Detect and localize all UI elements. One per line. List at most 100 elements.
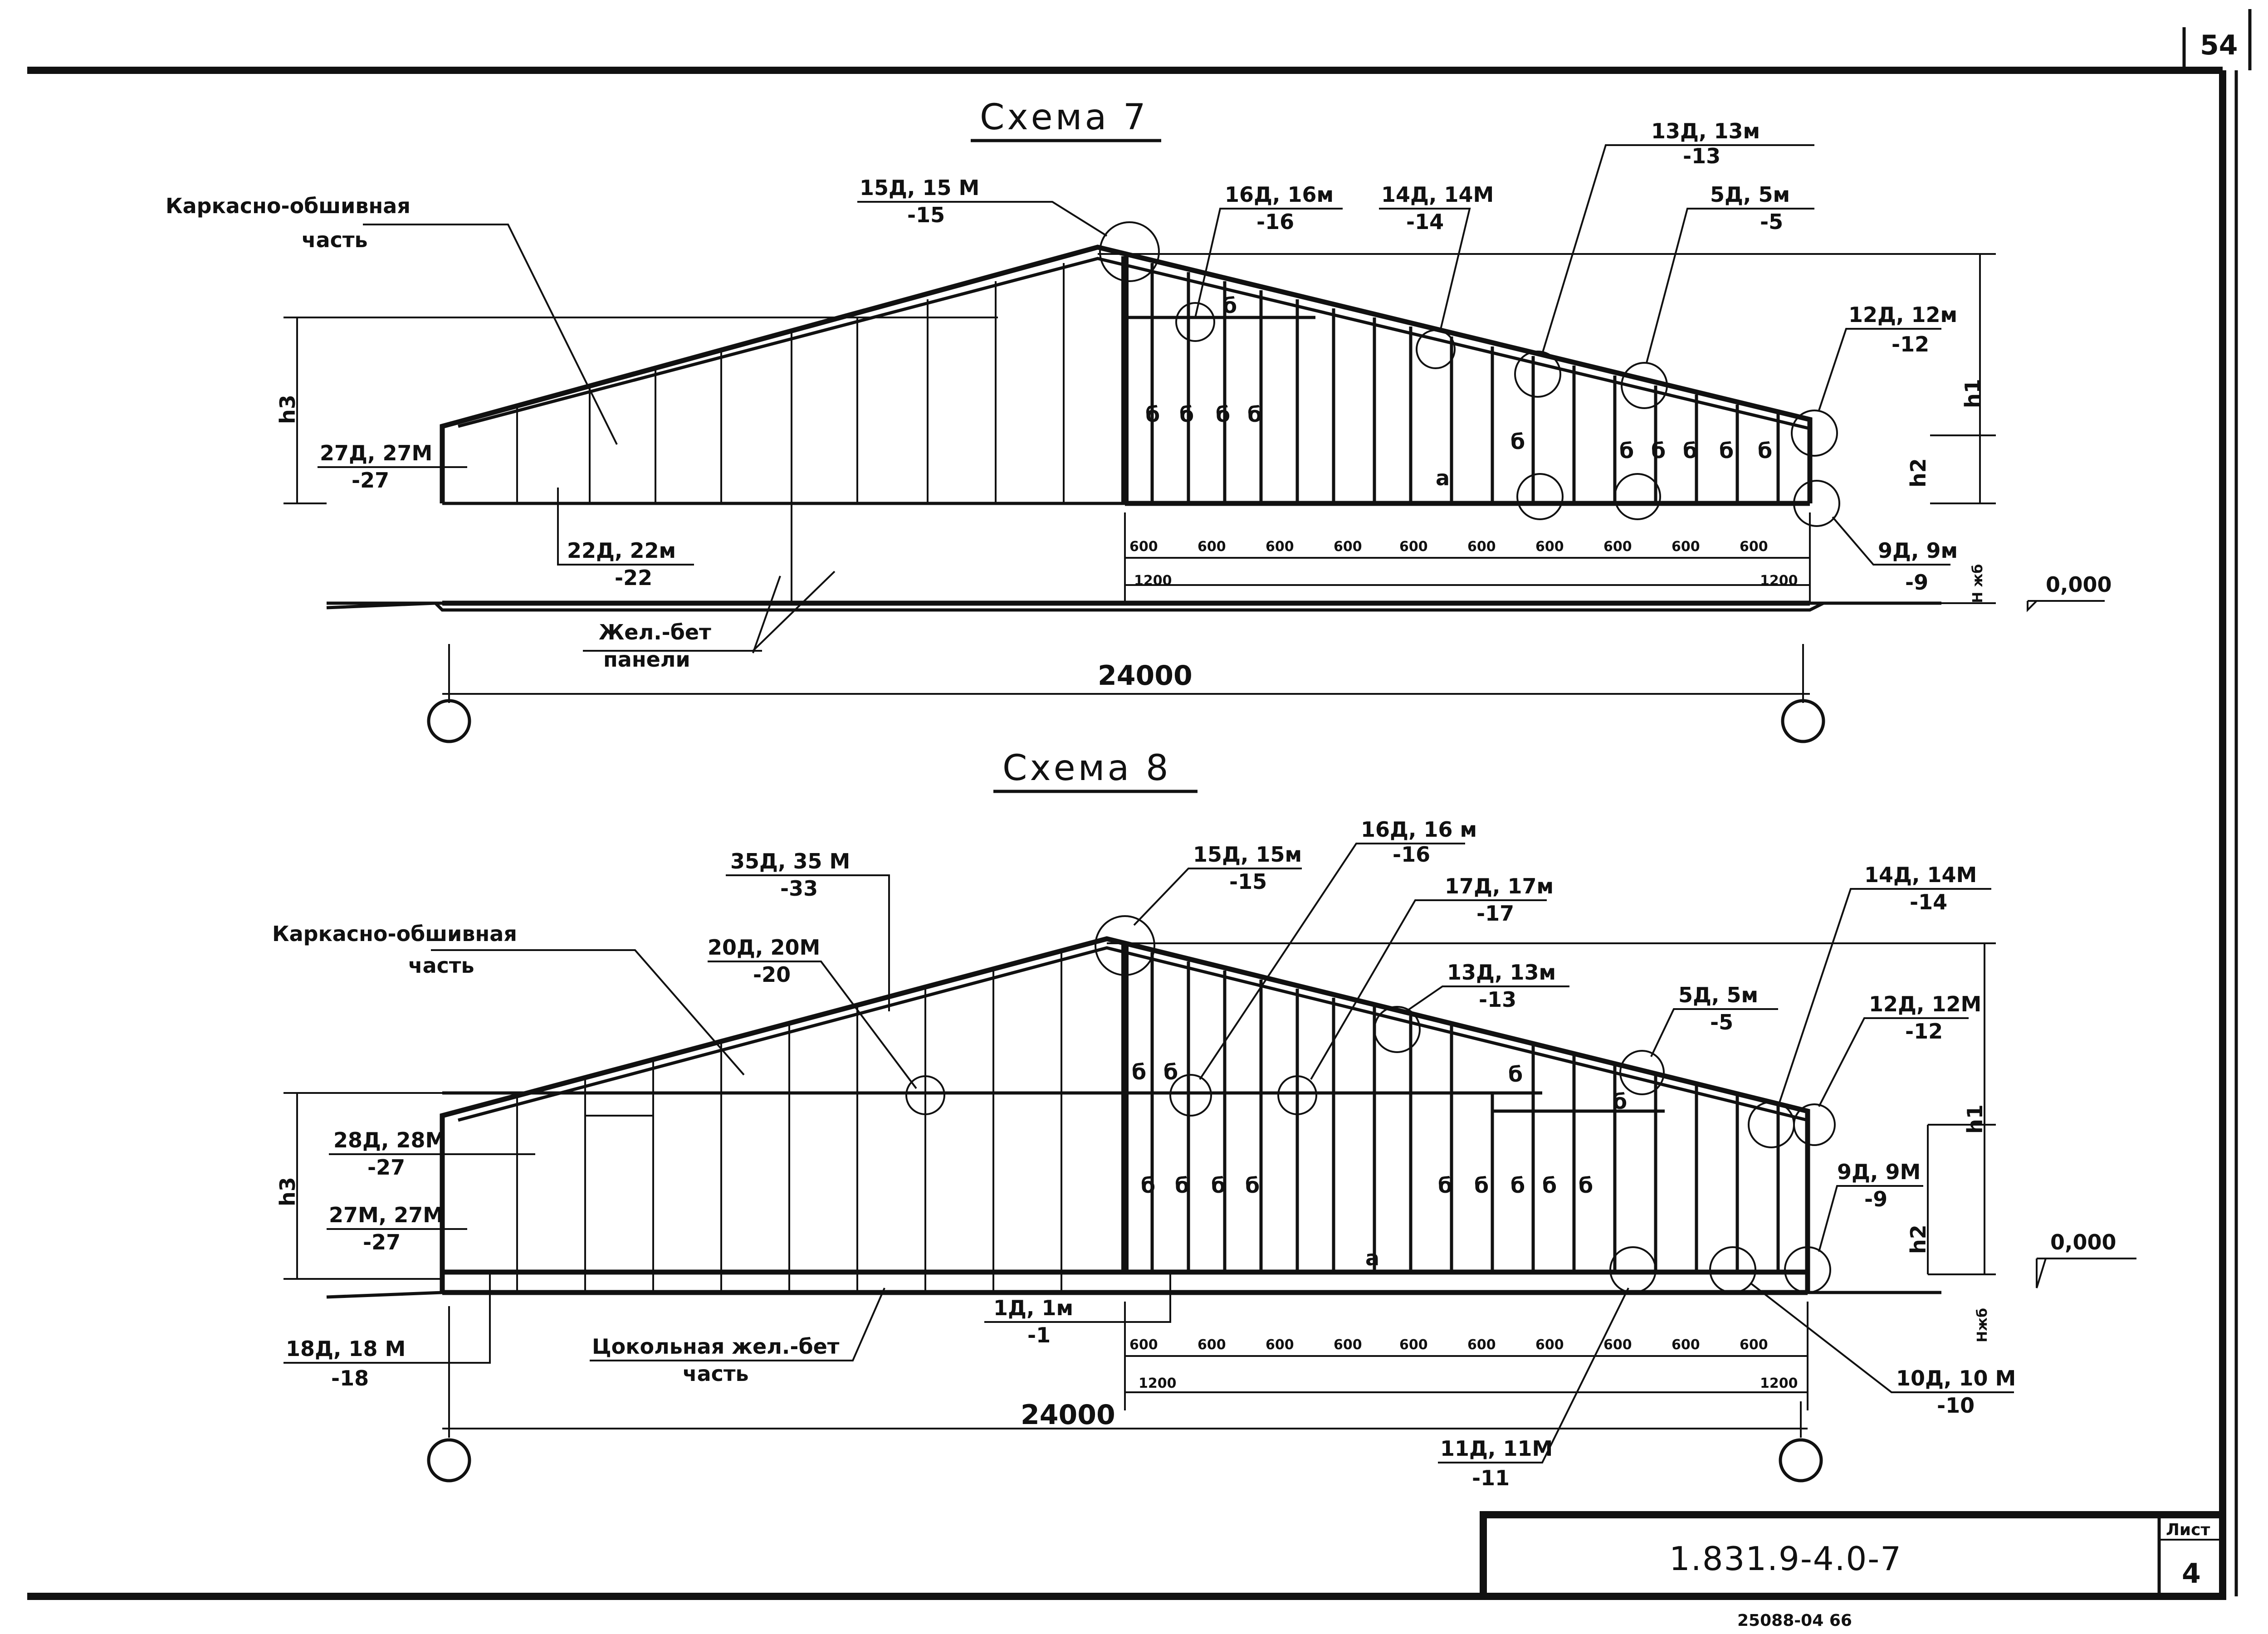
panel-letter: б: [1510, 1173, 1525, 1198]
node-circle: [1621, 362, 1668, 409]
node-circle: [1169, 1074, 1212, 1117]
callout-bottom: -20: [753, 962, 791, 987]
span-label: 24000: [1021, 1399, 1115, 1431]
bottom-cut-text: 25088-04 66: [1737, 1611, 1852, 1630]
node-circle: [1784, 1246, 1831, 1293]
dim-label: 600: [1603, 1337, 1632, 1353]
callout-top: 9Д, 9М: [1837, 1160, 1921, 1184]
callout-top: 5Д, 5м: [1678, 983, 1758, 1007]
callout-bottom: -18: [331, 1366, 369, 1390]
height-label: h1: [1963, 1104, 1987, 1134]
callout-bottom: -11: [1472, 1466, 1510, 1490]
panel-letter: б: [1141, 1173, 1155, 1198]
dim-label: 600: [1672, 1337, 1700, 1353]
schema-8: Схема 8: [272, 748, 2136, 1490]
callout-bottom: -15: [1229, 869, 1267, 894]
panel-letter: б: [1510, 429, 1525, 454]
panel-letter: б: [1216, 402, 1230, 427]
elevation-label: 0,000: [2050, 1230, 2116, 1254]
dim-label: 600: [1399, 539, 1428, 555]
frame-part-label: часть: [408, 953, 474, 978]
panels-label: Жел.-бет: [599, 620, 711, 644]
dim-label: 600: [1535, 539, 1564, 555]
dim-label: 600: [1535, 1337, 1564, 1353]
panel-letter: б: [1163, 1060, 1178, 1084]
callout-bottom: -10: [1937, 1393, 1975, 1418]
callout-top: 18Д, 18 М: [286, 1336, 406, 1361]
callout-bottom: -1: [1027, 1323, 1051, 1347]
sheet-frame: [27, 9, 2252, 1600]
callout-bottom: -16: [1256, 210, 1294, 234]
callout-bottom: -12: [1892, 332, 1929, 356]
dim-label: 600: [1129, 1337, 1158, 1353]
callout-bottom: -9: [1905, 570, 1928, 595]
schema-7-heights: h3 h1 h2 H жб: [275, 253, 1996, 604]
node-circle: [1099, 221, 1160, 282]
node-circle: [1619, 1050, 1665, 1095]
panel-letter: б: [1613, 1089, 1627, 1114]
panel-letter: б: [1438, 1173, 1452, 1198]
dim-label: 600: [1467, 1337, 1496, 1353]
schema-7-nodes: [1099, 221, 1840, 527]
dim-label: 600: [1672, 539, 1700, 555]
dim-label: 1200: [1139, 1375, 1177, 1391]
callout-bottom: -13: [1479, 987, 1516, 1012]
node-circle: [1416, 329, 1456, 369]
callout-bottom: -27: [363, 1230, 401, 1254]
schema-8-title: Схема 8: [1002, 748, 1171, 789]
frame-part-label: часть: [302, 228, 368, 252]
callout-bottom: -9: [1864, 1187, 1887, 1211]
callout-bottom: -13: [1683, 144, 1721, 168]
callout-top: 12Д, 12М: [1869, 992, 1981, 1016]
dim-label: 1200: [1760, 1375, 1798, 1391]
frame-part-label: Каркасно-обшивная: [166, 194, 411, 218]
callout-bottom: -27: [352, 468, 389, 493]
panel-letter: б: [1211, 1173, 1226, 1198]
height-label: h3: [275, 1177, 300, 1206]
axis-marker: [427, 699, 471, 743]
panel-letter: б: [1579, 1173, 1593, 1198]
axis-marker: [1779, 1438, 1823, 1483]
node-circle: [1791, 410, 1838, 457]
panel-letter: б: [1542, 1173, 1557, 1198]
dim-label: 1200: [1760, 573, 1798, 589]
panel-letter: б: [1683, 439, 1697, 463]
dim-label: 1200: [1134, 573, 1172, 589]
schema-8-outline: [326, 936, 1941, 1299]
schema-7-span: 24000: [427, 644, 1825, 743]
callout-bottom: -12: [1905, 1019, 1943, 1044]
callout-top: 28Д, 28М: [333, 1128, 446, 1152]
callout-bottom: -22: [615, 566, 652, 590]
schema-7-studs: [1150, 263, 1780, 503]
callout-bottom: -5: [1710, 1010, 1733, 1034]
axis-marker: [1781, 699, 1825, 743]
dim-label: 600: [1198, 539, 1226, 555]
callout-bottom: -27: [367, 1155, 405, 1180]
callout-top: 22Д, 22м: [567, 538, 676, 563]
node-circle: [1514, 351, 1561, 398]
callout-top: 35Д, 35 М: [730, 849, 850, 873]
panel-letter: б: [1245, 1173, 1260, 1198]
dim-label: 600: [1266, 1337, 1294, 1353]
node-circle: [1748, 1101, 1795, 1148]
schema-7-dimensions: 600 600 600 600 600 600 600 600 600 600 …: [1124, 512, 1811, 603]
dim-label: 600: [1603, 539, 1632, 555]
dim-label: 600: [1740, 1337, 1768, 1353]
panel-letter: б: [1508, 1062, 1523, 1087]
page-number: 54: [2200, 29, 2238, 61]
dim-label: 600: [1266, 539, 1294, 555]
panel-letter: б: [1719, 439, 1734, 463]
node-circle: [1374, 1006, 1421, 1053]
sheet-number: 4: [2182, 1558, 2201, 1590]
callout-top: 14Д, 14М: [1381, 182, 1494, 207]
schema-8-span: 24000: [427, 1306, 1823, 1483]
node-circle: [1277, 1075, 1317, 1115]
panel-letter: б: [1651, 439, 1666, 463]
callout-bottom: -14: [1910, 890, 1947, 914]
node-circle: [1516, 473, 1564, 520]
panel-letter: а: [1365, 1246, 1379, 1270]
callout-top: 27М, 27М: [329, 1203, 444, 1227]
callout-top: 27Д, 27М: [320, 441, 432, 465]
